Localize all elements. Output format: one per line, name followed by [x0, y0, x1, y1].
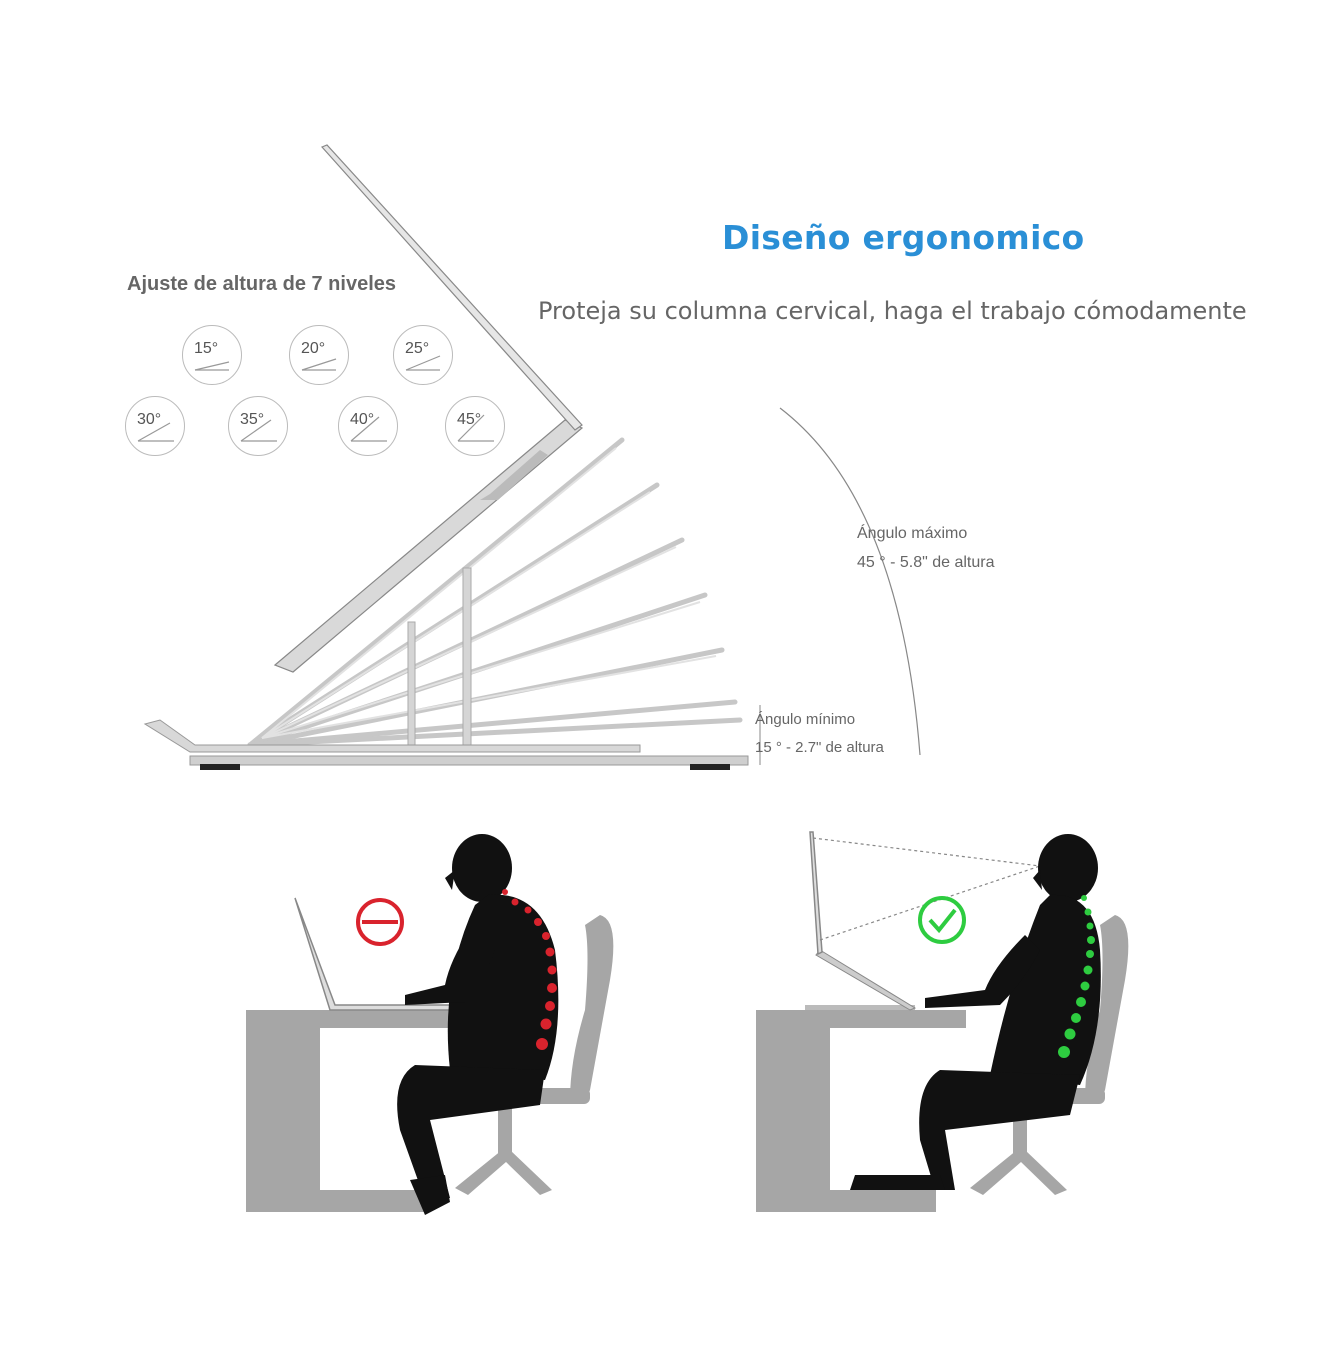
angle-30-badge: 30° [125, 396, 185, 456]
angle-label: 25° [405, 340, 430, 357]
angle-label: 15° [194, 340, 219, 357]
desk [756, 1010, 966, 1212]
laptop-stand [805, 1005, 915, 1010]
subtitle: Proteja su columna cervical, haga el tra… [538, 297, 1247, 325]
bad-posture-scene [246, 834, 614, 1215]
laptop-screen [809, 831, 823, 956]
sight-lines [812, 837, 1041, 941]
height-levels-title: Ajuste de altura de 7 niveles [127, 273, 396, 295]
angle-label: 20° [301, 340, 326, 357]
stand-legs [407, 567, 472, 751]
laptop-base [815, 949, 917, 1011]
max-angle-value: 45 ° - 5.8" de altura [857, 554, 995, 571]
desk [246, 1010, 456, 1212]
stand-base-rail [143, 719, 641, 753]
angle-15-icon [194, 361, 230, 371]
person-silhouette [397, 834, 559, 1215]
laptop-ports [480, 450, 548, 500]
angle-45-icon [457, 414, 494, 442]
page-title: Diseño ergonomico [722, 218, 1085, 257]
angle-15-badge: 15° [182, 325, 242, 385]
laptop-screen [320, 144, 583, 431]
checkmark-icon [918, 896, 966, 944]
angle-label: 35° [240, 411, 265, 428]
angle-35-badge: 35° [228, 396, 288, 456]
angle-40-badge: 40° [338, 396, 398, 456]
angle-35-icon [240, 419, 277, 442]
stand-base [189, 755, 749, 766]
min-angle-label: Ángulo mínimo [755, 711, 856, 728]
min-angle-value: 15 ° - 2.7" de altura [755, 739, 884, 756]
angle-25-badge: 25° [393, 325, 453, 385]
angle-label: 30° [137, 411, 162, 428]
angle-25-icon [405, 355, 441, 371]
angle-label: 40° [350, 411, 375, 428]
stand-foot-right [690, 764, 730, 770]
angle-arc [779, 407, 921, 756]
angle-40-icon [350, 416, 387, 442]
angle-20-icon [301, 358, 337, 371]
max-angle-label: Ángulo máximo [857, 525, 968, 542]
prohibited-icon [356, 898, 404, 946]
angle-30-icon [137, 422, 174, 442]
laptop-stand-illustration [143, 144, 921, 770]
spine-dots-green [1058, 895, 1095, 1058]
good-posture-scene [756, 831, 1129, 1212]
angle-20-badge: 20° [289, 325, 349, 385]
angle-45-badge: 45° [445, 396, 505, 456]
spine-dots-red [502, 889, 557, 1050]
stand-foot-left [200, 764, 240, 770]
